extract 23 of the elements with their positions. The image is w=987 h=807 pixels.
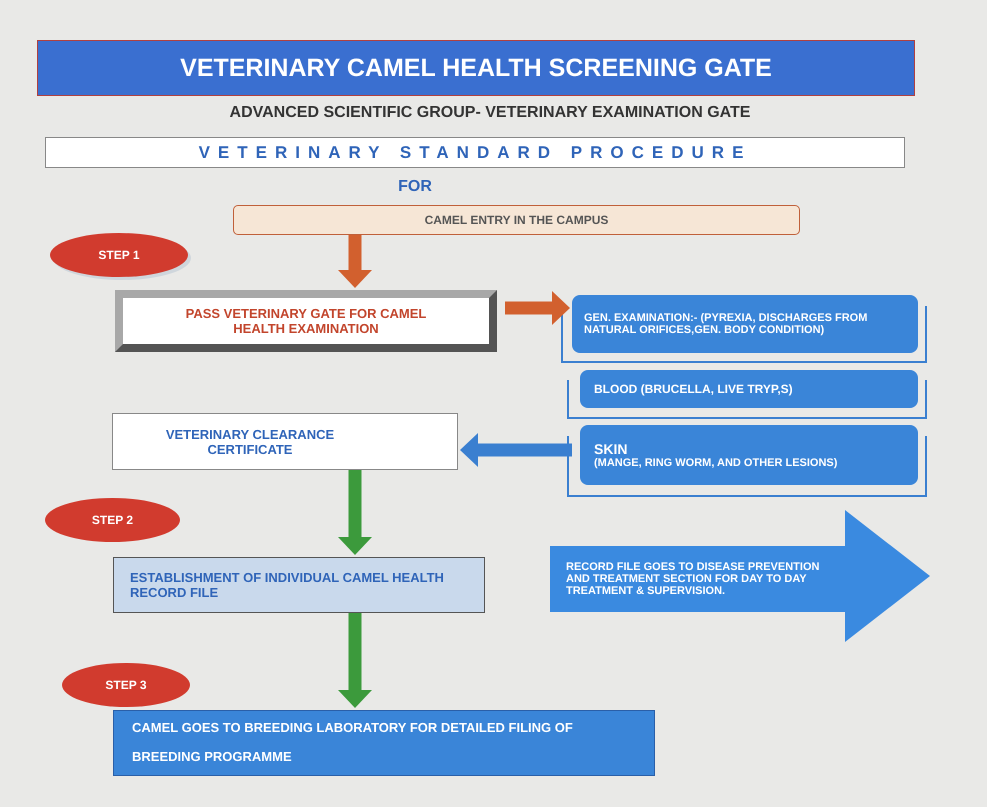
info-box: GEN. EXAMINATION:- (PYREXIA, DISCHARGES FROM NATURAL ORIFICES,GEN. BODY CONDITION) — [572, 295, 918, 353]
heading-text: FOR — [397, 178, 433, 196]
process-box: CAMEL GOES TO BREEDING LABORATORY FOR DETAILED FILING OF BREEDING PROGRAMME — [113, 710, 655, 776]
info-box — [580, 425, 918, 485]
process-box: ESTABLISHMENT OF INDIVIDUAL CAMEL HEALTH RECORD FILE — [113, 557, 485, 613]
step-ellipse: STEP 1 — [50, 233, 188, 277]
process-box: VETERINARY CLEARANCE CERTIFICATE — [112, 413, 458, 470]
box-heading: SKIN — [594, 441, 628, 457]
subtitle: ADVANCED SCIENTIFIC GROUP- VETERINARY EXAMINATION GATE — [228, 104, 752, 122]
step-ellipse: STEP 3 — [62, 663, 190, 707]
title-banner: VETERINARY CAMEL HEALTH SCREENING GATE — [37, 40, 915, 96]
arrow — [460, 433, 572, 467]
arrow — [338, 613, 372, 708]
arrow — [338, 470, 372, 555]
arrow — [338, 235, 372, 288]
arrow — [505, 291, 570, 325]
header-box: VETERINARY STANDARD PROCEDURE — [45, 137, 905, 168]
arrow-shaped-box: RECORD FILE GOES TO DISEASE PREVENTION AND TREATMENT SECTION FOR DAY TO DAY TREATMENT & SUPERVISION. — [550, 510, 930, 642]
process-box: CAMEL ENTRY IN THE CAMPUS — [233, 205, 800, 235]
process-box: PASS VETERINARY GATE FOR CAMEL HEALTH EXAMINATION — [115, 290, 497, 352]
info-box: BLOOD (BRUCELLA, LIVE TRYP,S) — [580, 370, 918, 408]
step-ellipse: STEP 2 — [45, 498, 180, 542]
box-text: (MANGE, RING WORM, AND OTHER LESIONS) — [594, 457, 838, 469]
